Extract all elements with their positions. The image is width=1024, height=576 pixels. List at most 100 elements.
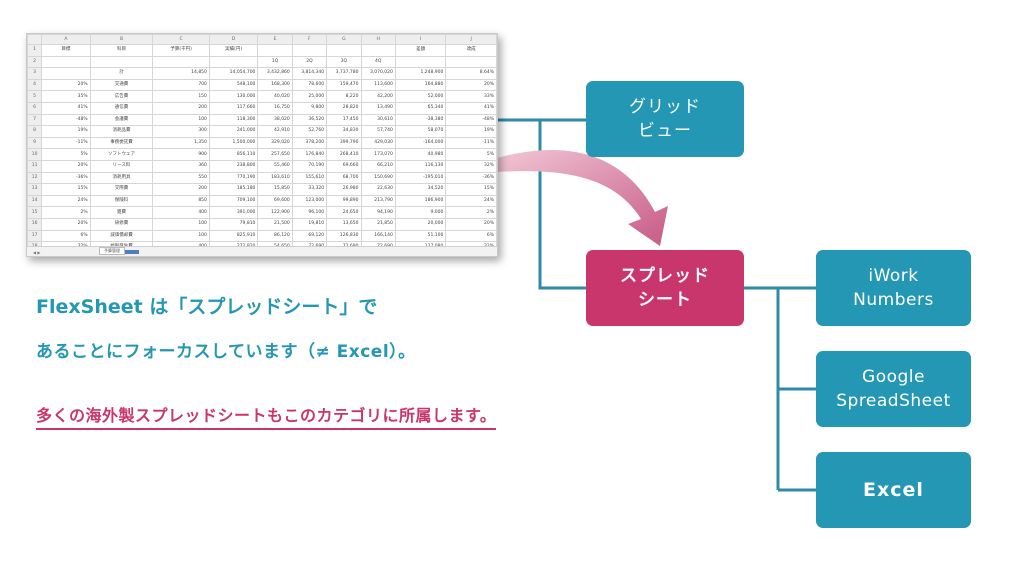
sheet-cell: 20,000 <box>394 217 447 231</box>
sheet-cell: 99,890 <box>326 194 362 208</box>
sheet-col-header: E <box>257 34 293 45</box>
sheet-cell: 268,410 <box>326 148 362 161</box>
sheet-cell: 378,200 <box>291 136 328 150</box>
sheet-cell: 40,020 <box>257 90 293 103</box>
connector-branch-vertical <box>538 120 586 290</box>
sheet-cell: 差額 <box>394 44 447 57</box>
sheet-row-number: 10 <box>27 148 43 161</box>
sheet-cell: 8,220 <box>326 90 362 103</box>
sheet-cell: 研修費 <box>89 217 154 231</box>
sheet-cell: 17,450 <box>326 113 362 127</box>
sheet-cell: 3Q <box>326 55 362 69</box>
excel-box: Excel <box>816 452 971 528</box>
sheet-row-number: 9 <box>27 136 43 150</box>
sheet-cell: 118,300 <box>208 113 259 127</box>
sheet-cell: 6% <box>41 229 91 243</box>
sheet-cell: 122,900 <box>257 206 293 219</box>
iwork-numbers-box: iWork Numbers <box>816 250 971 326</box>
sheet-cell: 24% <box>445 194 497 208</box>
sheet-col-header: A <box>41 34 91 45</box>
sheet-cell: 55,460 <box>257 159 293 173</box>
sheet-cell: -11% <box>445 136 497 150</box>
sheet-col-header: F <box>291 34 328 45</box>
google-spreadsheet-box: Google SpreadSheet <box>816 351 971 427</box>
sheet-col-header: I <box>394 34 447 45</box>
sheet-cell: 35% <box>41 90 91 103</box>
sheet-cell: 22,630 <box>360 183 396 196</box>
sheet-cell: 78,600 <box>291 78 328 92</box>
sheet-cell: -164,000 <box>394 136 447 150</box>
sheet-cell: 429,030 <box>360 136 396 150</box>
sheet-cell: 実績(円) <box>208 44 259 57</box>
sheet-row-number: 8 <box>27 125 43 138</box>
sheet-cell: 548,100 <box>208 78 259 92</box>
sheet-cell: 13,650 <box>326 217 362 231</box>
sheet-cell: 32% <box>445 159 497 173</box>
sheet-cell: 41% <box>41 101 91 115</box>
sheet-cell: 3,070,020 <box>360 67 396 80</box>
sheet-cell <box>257 44 293 57</box>
google-spreadsheet-label: Google SpreadSheet <box>836 367 951 411</box>
sheet-col-header: J <box>445 34 497 45</box>
sheet-cell <box>394 55 447 69</box>
sheet-cell: 通信費 <box>89 101 154 115</box>
sheet-cell: -36% <box>41 171 91 185</box>
sheet-cell: 360 <box>152 159 210 173</box>
sheet-cell <box>41 67 91 80</box>
sheet-cell <box>445 55 497 69</box>
sheet-cell: 消耗品費 <box>89 125 154 138</box>
sheet-cell: 51,100 <box>394 229 447 243</box>
sheet-cell: 69,660 <box>326 159 362 173</box>
sheet-row-number: 4 <box>27 78 43 92</box>
sheet-cell: -11% <box>41 136 91 150</box>
sheet-cell: 24,650 <box>326 206 362 219</box>
sheet-cell: 70,190 <box>291 159 328 173</box>
sheet-cell: 21,500 <box>257 217 293 231</box>
sheet-row-number: 12 <box>27 171 43 185</box>
sheet-cell: 予算(千円) <box>152 44 210 57</box>
sheet-cell: 700 <box>152 78 210 92</box>
sheet-cell: 1,350 <box>152 136 210 150</box>
sheet-col-header: D <box>208 34 259 45</box>
sheet-cell: 26,980 <box>326 183 362 196</box>
sheet-cell: 16,750 <box>257 101 293 115</box>
sheet-cell: 28,820 <box>326 101 362 115</box>
sheet-cell: 86,120 <box>257 229 293 243</box>
sheet-cell: 117,660 <box>208 101 259 115</box>
sheet-cell: 159,470 <box>326 78 362 92</box>
sheet-cell: ソフトウェア <box>89 148 154 161</box>
sheet-cell: 15% <box>445 183 497 196</box>
sheet-cell: 15% <box>41 183 91 196</box>
sheet-cell: 42,910 <box>257 125 293 138</box>
sheet-row-number: 13 <box>27 183 43 196</box>
sheet-cell <box>152 55 210 69</box>
sheet-cell: 34,520 <box>394 183 447 196</box>
sheet-cell: 168,300 <box>257 78 293 92</box>
sheet-cell: 38,020 <box>257 113 293 127</box>
sheet-cell: 79,810 <box>208 217 259 231</box>
sheet-cell: 9,000 <box>394 206 447 219</box>
sheet-col-header: H <box>360 34 396 45</box>
sheet-cell: 116,130 <box>394 159 447 173</box>
sheet-cell: 113,600 <box>360 78 396 92</box>
sheet-cell: 164,880 <box>394 78 447 92</box>
sheet-cell: 68,700 <box>326 171 362 185</box>
sheet-cell: -48% <box>445 113 497 127</box>
sheet-cell: 185,180 <box>208 183 259 196</box>
sheet-cell: 目標 <box>41 44 91 57</box>
sheet-cell: 20% <box>41 78 91 92</box>
sheet-cell: リース料 <box>89 159 154 173</box>
sheet-cell: 会議費 <box>89 113 154 127</box>
sheet-cell: 200 <box>152 101 210 115</box>
sheet-cell: 94,190 <box>360 206 396 219</box>
sheet-cell: 96,100 <box>291 206 328 219</box>
sheet-cell: 21,850 <box>360 217 396 231</box>
